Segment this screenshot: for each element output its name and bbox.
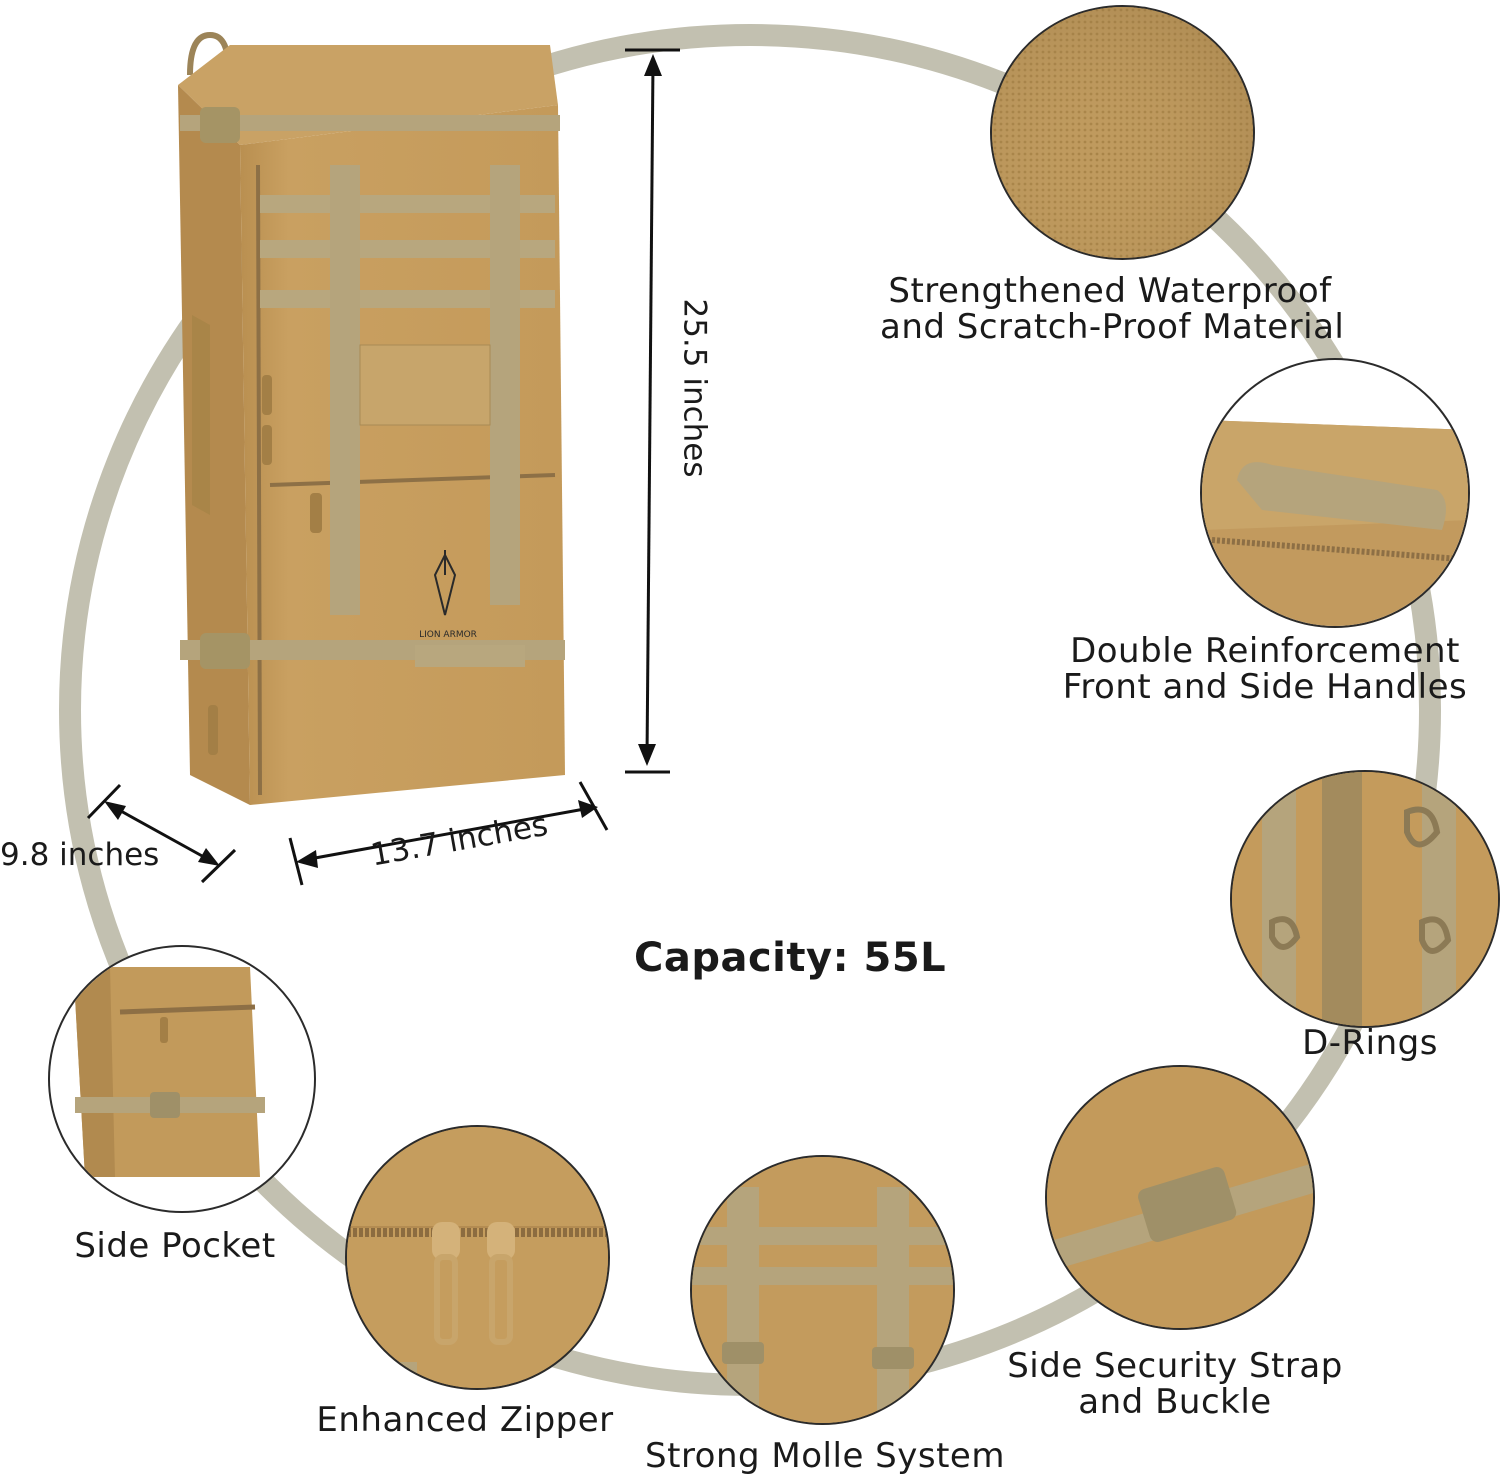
feature-caption-line2: and Buckle <box>1078 1382 1272 1422</box>
backpack-product-image: LION ARMOR <box>178 31 565 805</box>
feature-caption-security-strap: Side Security Strap and Buckle <box>1000 1348 1350 1420</box>
security-strap-detail <box>1045 1065 1315 1330</box>
feature-caption-d-rings: D-Rings <box>1290 1025 1450 1061</box>
feature-caption-material: Strengthened Waterproof and Scratch-Proo… <box>880 271 1345 347</box>
handles-detail <box>1200 358 1470 628</box>
feature-caption-zipper: Enhanced Zipper <box>315 1402 615 1438</box>
feature-caption-line1: Strengthened Waterproof <box>888 271 1332 311</box>
feature-caption-line1: Side Pocket <box>74 1226 276 1266</box>
brand-logo-text: LION ARMOR <box>419 630 477 640</box>
feature-caption-line1: Strong Molle System <box>645 1436 1005 1476</box>
feature-caption-line1: D-Rings <box>1302 1023 1438 1063</box>
depth-dimension-label: 9.8 inches <box>0 837 160 873</box>
depth-arrow <box>86 783 237 884</box>
fabric-material-detail <box>990 5 1255 260</box>
side-pocket-detail <box>48 945 316 1213</box>
d-rings-detail <box>1230 770 1500 1028</box>
feature-caption-line1: Double Reinforcement <box>1070 631 1460 671</box>
height-arrow <box>625 48 680 774</box>
feature-caption-handles: Double Reinforcement Front and Side Hand… <box>1060 633 1470 705</box>
width-arrow <box>288 781 609 886</box>
feature-caption-line1: Enhanced Zipper <box>316 1400 614 1440</box>
capacity-label: Capacity: 55L <box>634 935 947 981</box>
height-dimension-label: 25.5 inches <box>676 298 713 478</box>
feature-caption-line2: Front and Side Handles <box>1062 667 1468 707</box>
feature-caption-side-pocket: Side Pocket <box>60 1228 290 1264</box>
feature-caption-line2: and Scratch-Proof Material <box>880 307 1345 347</box>
feature-caption-line1: Side Security Strap <box>1007 1346 1343 1386</box>
zipper-detail <box>345 1125 610 1390</box>
molle-system-detail <box>690 1155 955 1425</box>
feature-caption-molle: Strong Molle System <box>640 1438 1010 1474</box>
